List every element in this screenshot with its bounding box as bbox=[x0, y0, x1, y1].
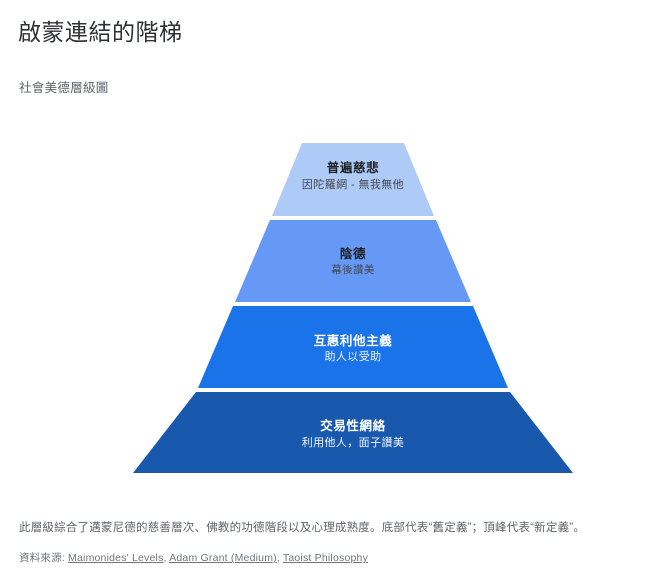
pyramid-level-2-description: 幕後讚美 bbox=[331, 263, 375, 276]
page-title: 啟蒙連結的階梯 bbox=[18, 19, 183, 45]
chart-sources: 資料來源: Maimonides' Levels, Adam Grant (Me… bbox=[19, 550, 631, 566]
pyramid-level-3-label: 互惠利他主義 bbox=[314, 333, 393, 348]
pyramid-level-4-shape[interactable] bbox=[133, 392, 573, 473]
pyramid-level-1-shape[interactable] bbox=[272, 143, 434, 216]
pyramid-level-2-shape[interactable] bbox=[235, 220, 471, 302]
pyramid-level-4-label: 交易性網絡 bbox=[320, 418, 386, 433]
page-subtitle: 社會美德層級圖 bbox=[19, 81, 109, 95]
pyramid-level-3-description: 助人以受助 bbox=[325, 349, 382, 363]
pyramid-level-3-shape[interactable] bbox=[198, 306, 508, 388]
source-separator-1: , bbox=[163, 552, 170, 564]
pyramid-level-4-description: 利用他人，面子讚美 bbox=[302, 435, 405, 449]
source-link-adam-grant[interactable]: Adam Grant (Medium) bbox=[169, 552, 277, 564]
sources-label: 資料來源: bbox=[19, 552, 65, 564]
pyramid-level-2-label: 陰德 bbox=[340, 246, 366, 261]
pyramid-level-1-label: 普遍慈悲 bbox=[327, 160, 379, 175]
pyramid-level-1-description: 因陀羅網 - 無我無他 bbox=[302, 177, 404, 191]
source-link-taoist-philosophy[interactable]: Taoist Philosophy bbox=[282, 552, 369, 564]
pyramid-chart: 普遍慈悲 因陀羅網 - 無我無他 陰德 幕後讚美 互惠利他主義 助人以受助 交易… bbox=[133, 143, 573, 473]
chart-footnote: 此層級綜合了邁蒙尼德的慈善層次、佛教的功德階段以及心理成熟度。底部代表“舊定義”… bbox=[19, 522, 586, 534]
source-link-maimonides[interactable]: Maimonides' Levels bbox=[68, 552, 164, 564]
source-separator-2: , bbox=[276, 552, 283, 564]
